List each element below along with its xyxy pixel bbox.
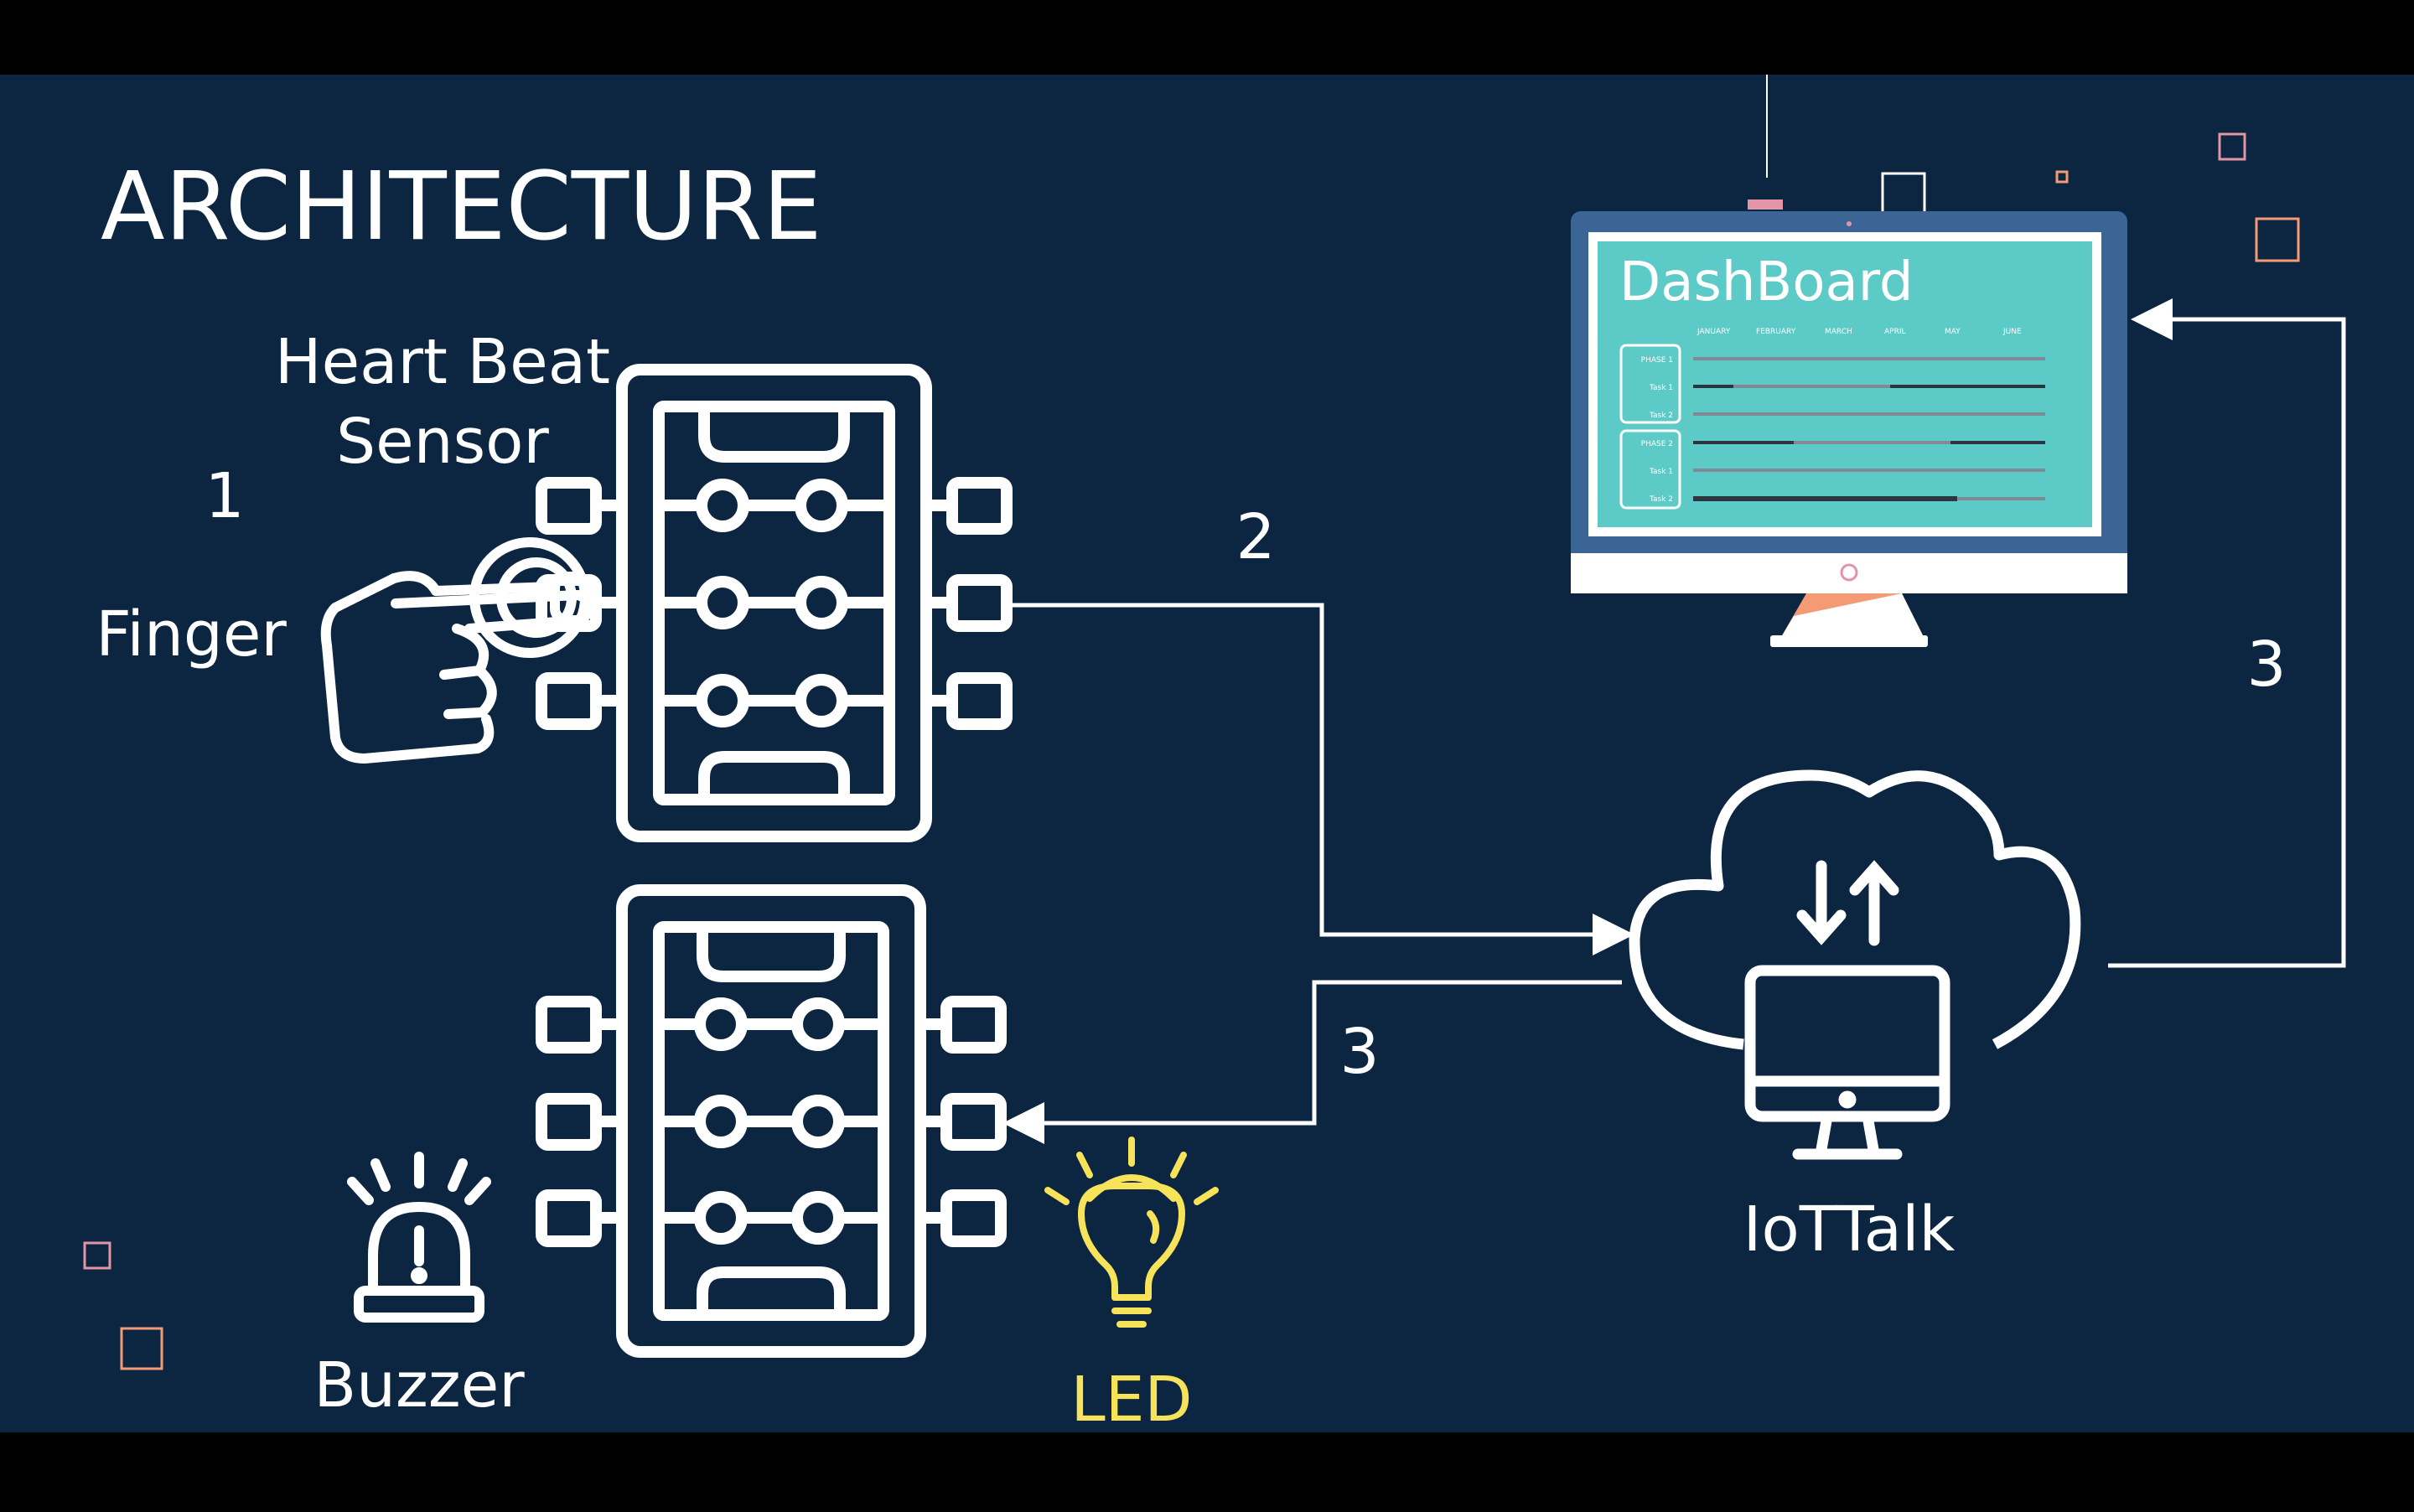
dashboard-row: Task 1 (1649, 468, 1673, 476)
arrow-step-3-to-actuator (1002, 980, 1622, 1144)
step-3-right-label: 3 (2246, 629, 2286, 701)
dashboard-row: Task 2 (1649, 412, 1673, 420)
dashboard-row: PHASE 1 (1641, 356, 1673, 365)
dashboard-title: DashBoard (1619, 251, 1914, 313)
dashboard-row: PHASE 2 (1641, 440, 1673, 448)
hand-icon (320, 537, 593, 764)
dashboard-chart: JANUARY FEBRUARY MARCH APRIL MAY JUNE PH… (1619, 328, 2045, 510)
iottalk-label: IoTTalk (1743, 1194, 1956, 1266)
dashboard-row: Task 2 (1649, 495, 1673, 504)
arrow-step-3-to-dashboard (2108, 298, 2346, 968)
sensor-label-line1: Heart Beat (275, 326, 610, 398)
computer-icon (1744, 965, 1950, 1160)
arrow-step-2 (1009, 603, 1634, 955)
dashboard-month: MAY (1945, 328, 1961, 336)
dashboard-month: JUNE (2002, 328, 2022, 336)
dashboard-row: Task 1 (1649, 384, 1673, 392)
step-2-label: 2 (1235, 501, 1275, 573)
siren-icon (347, 1152, 491, 1323)
sync-arrows-icon (1796, 860, 1899, 946)
dashboard-month: MARCH (1825, 328, 1852, 336)
lightbulb-icon (1044, 1137, 1219, 1328)
sensor-board-microcontroller-icon (536, 364, 1013, 842)
slide-title: ARCHITECTURE (101, 153, 822, 261)
flow-arrows (1002, 298, 2346, 1144)
actuator-board-microcontroller-icon (536, 884, 1007, 1358)
dashboard-month: JANUARY (1697, 328, 1731, 336)
cloud-icon (1629, 769, 2081, 1050)
buzzer-label: Buzzer (313, 1349, 525, 1421)
dashboard-month: APRIL (1884, 328, 1906, 336)
finger-label: Finger (96, 598, 287, 671)
step-3-left-label: 3 (1339, 1016, 1379, 1088)
led-label: LED (1071, 1364, 1193, 1436)
sensor-label-line2: Sensor (336, 406, 549, 478)
dashboard-month: FEBRUARY (1756, 328, 1796, 336)
step-1-label: 1 (205, 460, 244, 532)
